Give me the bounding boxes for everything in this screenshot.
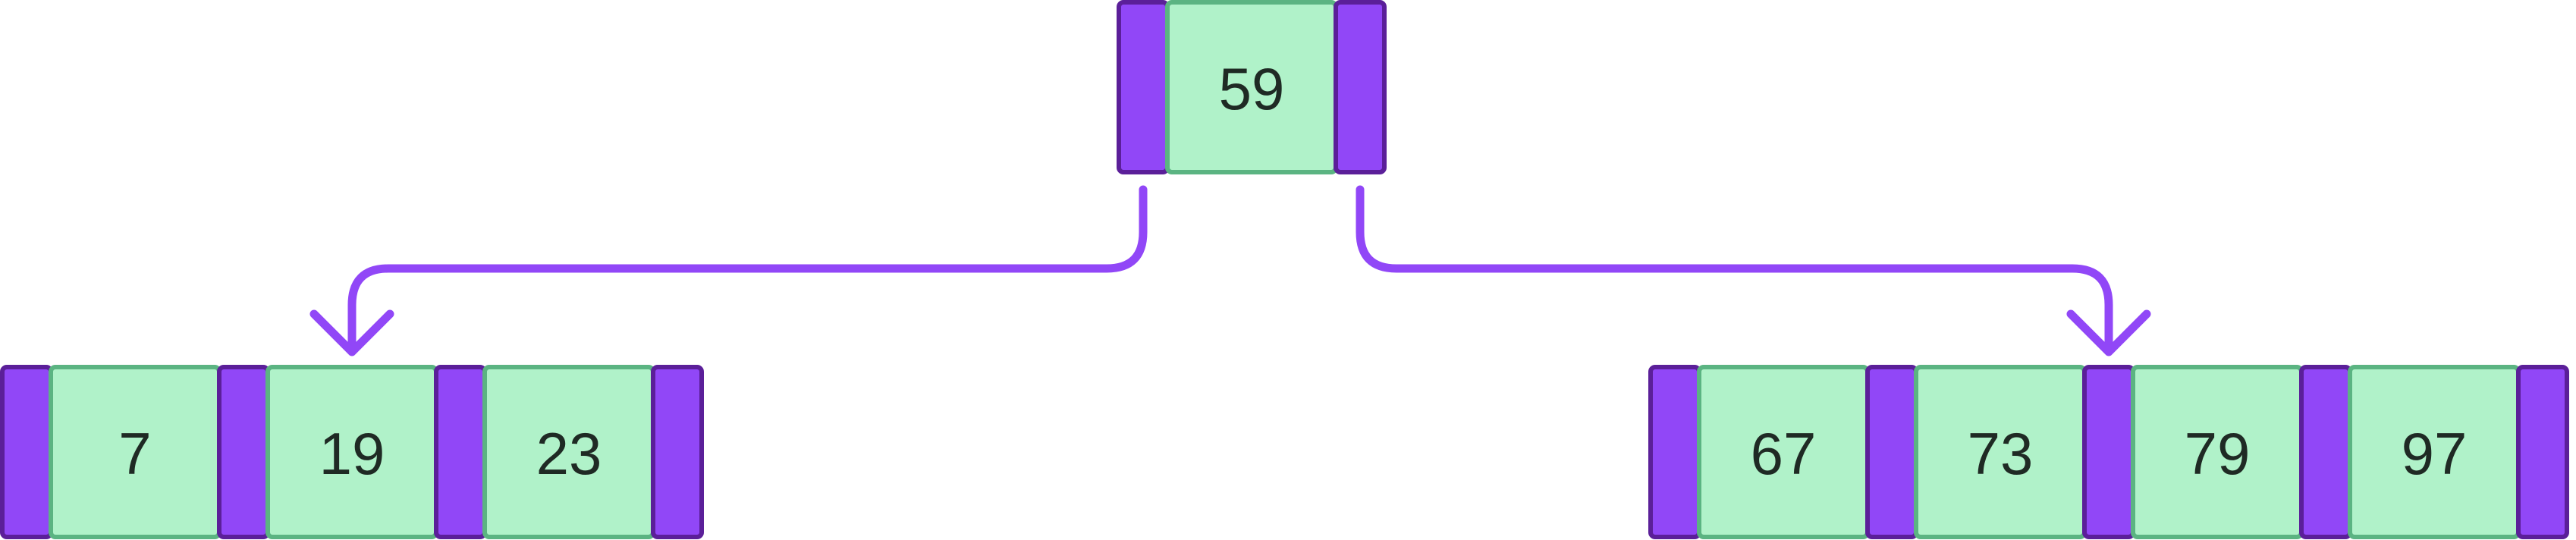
root-node: 59 [1117,0,1387,174]
left-child-pointer-slot-0 [0,365,53,539]
root-pointer-slot-1 [1334,0,1387,174]
right-child-arrow-line [1356,185,2113,355]
left-child-key-label-0: 7 [118,420,151,487]
root-key-label-0: 59 [1219,55,1285,122]
right-child-key-label-2: 79 [2185,420,2251,487]
right-child-key-label-0: 67 [1751,420,1817,487]
right-child-pointer-slot-0 [1648,365,1701,539]
right-child-arrow-head [2066,309,2151,356]
left-child-arrow-head [309,309,394,356]
right-child-pointer-slot-1 [1865,365,1918,539]
left-child-key-label-1: 19 [319,420,385,487]
right-child-pointer-slot-4 [2516,365,2569,539]
left-child-pointer-slot-1 [217,365,270,539]
right-child-pointer-slot-2 [2082,365,2135,539]
right-child-node: 67 73 79 97 [1648,365,2569,539]
right-child-key-label-3: 97 [2402,420,2468,487]
left-child-key-label-2: 23 [536,420,602,487]
left-child-pointer-slot-2 [434,365,487,539]
root-pointer-slot-0 [1117,0,1170,174]
child-pointer-arrows [309,185,2151,356]
left-child-node: 7 19 23 [0,365,704,539]
right-child-key-label-1: 73 [1968,420,2034,487]
left-child-pointer-slot-3 [651,365,704,539]
left-child-arrow-line [347,185,1148,355]
right-child-pointer-slot-3 [2299,365,2352,539]
